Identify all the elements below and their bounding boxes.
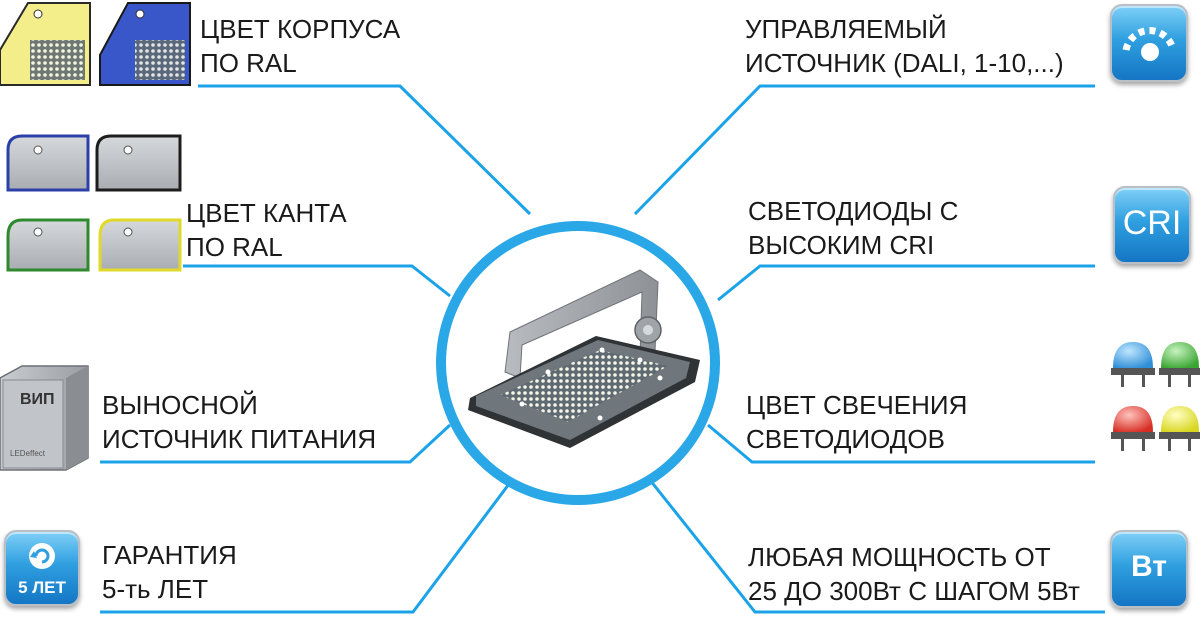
connector-power bbox=[648, 479, 1105, 614]
edge-color-samples-icon bbox=[6, 134, 182, 272]
power-supply-box-label: ВИП bbox=[20, 391, 55, 408]
feature-led-color-line2: СВЕТОДИОДОВ bbox=[746, 424, 945, 454]
feature-edge-color-line1: ЦВЕТ КАНТА bbox=[186, 198, 347, 228]
feature-warranty-line2: 5-ть ЛЕТ bbox=[102, 574, 209, 604]
feature-body-color-line2: ПО RAL bbox=[200, 48, 297, 78]
body-color-samples-icon bbox=[0, 1, 191, 86]
led-blue-icon bbox=[1111, 342, 1155, 387]
feature-led-color-line1: ЦВЕТ СВЕЧЕНИЯ bbox=[746, 390, 968, 420]
feature-controlled-supply: УПРАВЛЯЕМЫЙ ИСТОЧНИК (DALI, 1-10,...) bbox=[745, 12, 1064, 80]
power-supply-box-icon: ВИП LEDeffect bbox=[0, 365, 89, 471]
feature-controlled-supply-line1: УПРАВЛЯЕМЫЙ bbox=[745, 14, 947, 44]
feature-led-color: ЦВЕТ СВЕЧЕНИЯ СВЕТОДИОДОВ bbox=[746, 388, 967, 456]
feature-remote-supply-line1: ВЫНОСНОЙ bbox=[102, 390, 258, 420]
feature-warranty-line1: ГАРАНТИЯ bbox=[102, 540, 237, 570]
connector-edge-color bbox=[183, 264, 451, 298]
connector-lines bbox=[100, 84, 1105, 614]
connector-remote-supply bbox=[100, 423, 452, 464]
led-green-icon bbox=[1159, 342, 1200, 387]
connector-controlled-supply bbox=[633, 84, 1095, 216]
feature-controlled-supply-line2: ИСТОЧНИК (DALI, 1-10,...) bbox=[745, 48, 1064, 78]
connector-high-cri bbox=[717, 264, 1095, 302]
feature-high-cri-line1: СВЕТОДИОДЫ С bbox=[748, 196, 959, 226]
feature-body-color-line1: ЦВЕТ КОРПУСА bbox=[200, 14, 401, 44]
feature-body-color: ЦВЕТ КОРПУСА ПО RAL bbox=[200, 12, 400, 80]
led-colors-icon bbox=[1111, 342, 1200, 451]
warranty-badge-label: 5 ЛЕТ bbox=[18, 578, 66, 597]
connector-body-color bbox=[198, 84, 532, 216]
feature-edge-color-line2: ПО RAL bbox=[186, 232, 283, 262]
feature-remote-supply: ВЫНОСНОЙ ИСТОЧНИК ПИТАНИЯ bbox=[102, 388, 376, 456]
feature-remote-supply-line2: ИСТОЧНИК ПИТАНИЯ bbox=[102, 424, 377, 454]
feature-power-range-line2: 25 ДО 300Вт С ШАГОМ 5Вт bbox=[748, 576, 1080, 606]
connector-warranty bbox=[100, 479, 514, 614]
power-icon: Вт bbox=[1110, 530, 1188, 608]
power-badge-label: Вт bbox=[1131, 550, 1167, 583]
power-supply-brand-label: LEDeffect bbox=[10, 449, 46, 458]
cri-badge-label: CRI bbox=[1122, 204, 1182, 242]
warranty-icon: 5 ЛЕТ bbox=[4, 530, 80, 606]
dimmer-icon bbox=[1110, 4, 1188, 82]
led-red-icon bbox=[1111, 406, 1155, 451]
feature-power-range-line1: ЛЮБАЯ МОЩНОСТЬ ОТ bbox=[748, 542, 1051, 572]
feature-high-cri: СВЕТОДИОДЫ С ВЫСОКИМ CRI bbox=[748, 194, 958, 262]
feature-high-cri-line2: ВЫСОКИМ CRI bbox=[748, 230, 935, 260]
connector-led-color bbox=[707, 423, 1095, 464]
cri-icon: CRI bbox=[1113, 186, 1191, 264]
feature-warranty: ГАРАНТИЯ 5-ть ЛЕТ bbox=[102, 538, 237, 606]
feature-edge-color: ЦВЕТ КАНТА ПО RAL bbox=[186, 196, 347, 264]
feature-power-range: ЛЮБАЯ МОЩНОСТЬ ОТ 25 ДО 300Вт С ШАГОМ 5В… bbox=[748, 540, 1080, 608]
central-luminaire bbox=[436, 221, 720, 505]
led-yellow-icon bbox=[1159, 406, 1200, 451]
